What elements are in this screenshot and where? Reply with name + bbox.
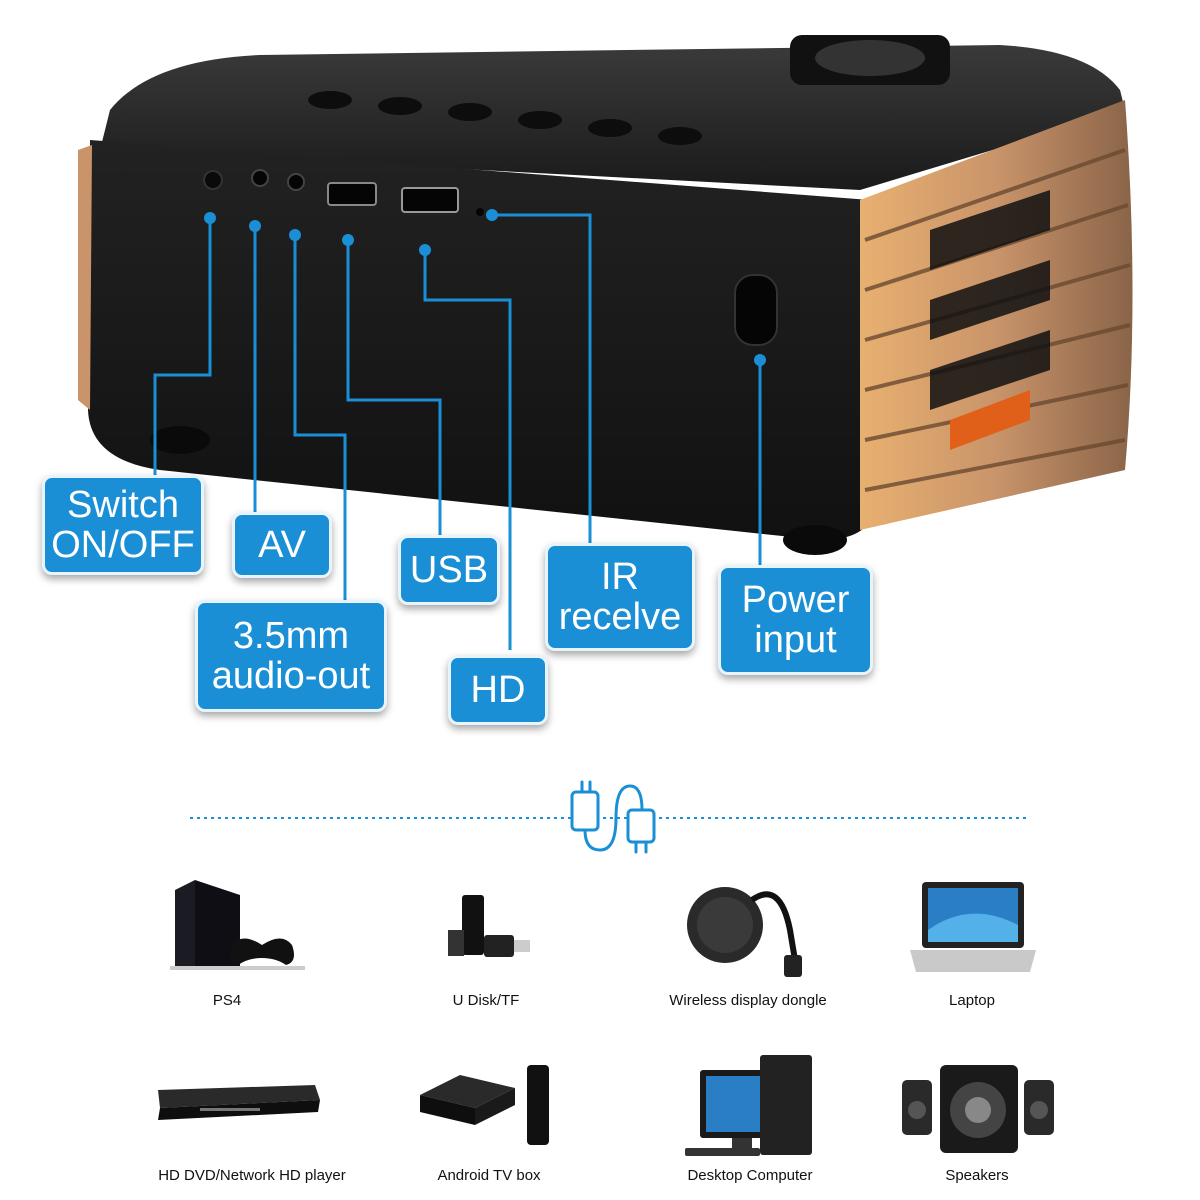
device-caption-u-disk: U Disk/TF: [452, 992, 520, 1009]
leader-lines: [153, 213, 762, 650]
label-usb: USB: [398, 535, 500, 605]
label-ir-receive: IR recelve: [545, 543, 695, 651]
device-caption-tv-box: Android TV box: [437, 1167, 541, 1184]
label-audio-out: 3.5mm audio-out: [195, 600, 387, 712]
port-markers: [204, 209, 766, 366]
dvd-player-icon: [158, 1085, 320, 1120]
device-caption-desktop: Desktop Computer: [687, 1167, 813, 1184]
label-hd: HD: [448, 655, 548, 725]
device-caption-dvd-player: HD DVD/Network HD player: [158, 1167, 346, 1184]
label-power-input: Power input: [718, 565, 873, 675]
usb-drive-icon: [448, 895, 530, 957]
desktop-computer-icon: [685, 1055, 812, 1156]
label-switch-on-off: Switch ON/OFF: [42, 475, 204, 575]
top-buttons: [308, 91, 702, 145]
wireless-dongle-icon: [687, 887, 802, 977]
device-caption-laptop: Laptop: [949, 992, 995, 1009]
projector-body: [78, 35, 1133, 555]
device-caption-wireless-dongle: Wireless display dongle: [669, 992, 827, 1009]
speakers-icon: [902, 1065, 1054, 1153]
cable-icon: [570, 780, 656, 854]
ps4-console-icon: [170, 880, 305, 970]
laptop-icon: [910, 882, 1036, 972]
device-caption-speakers: Speakers: [945, 1167, 1009, 1184]
tv-box-icon: [420, 1065, 549, 1145]
device-caption-ps4: PS4: [212, 992, 242, 1009]
label-av: AV: [232, 512, 332, 578]
